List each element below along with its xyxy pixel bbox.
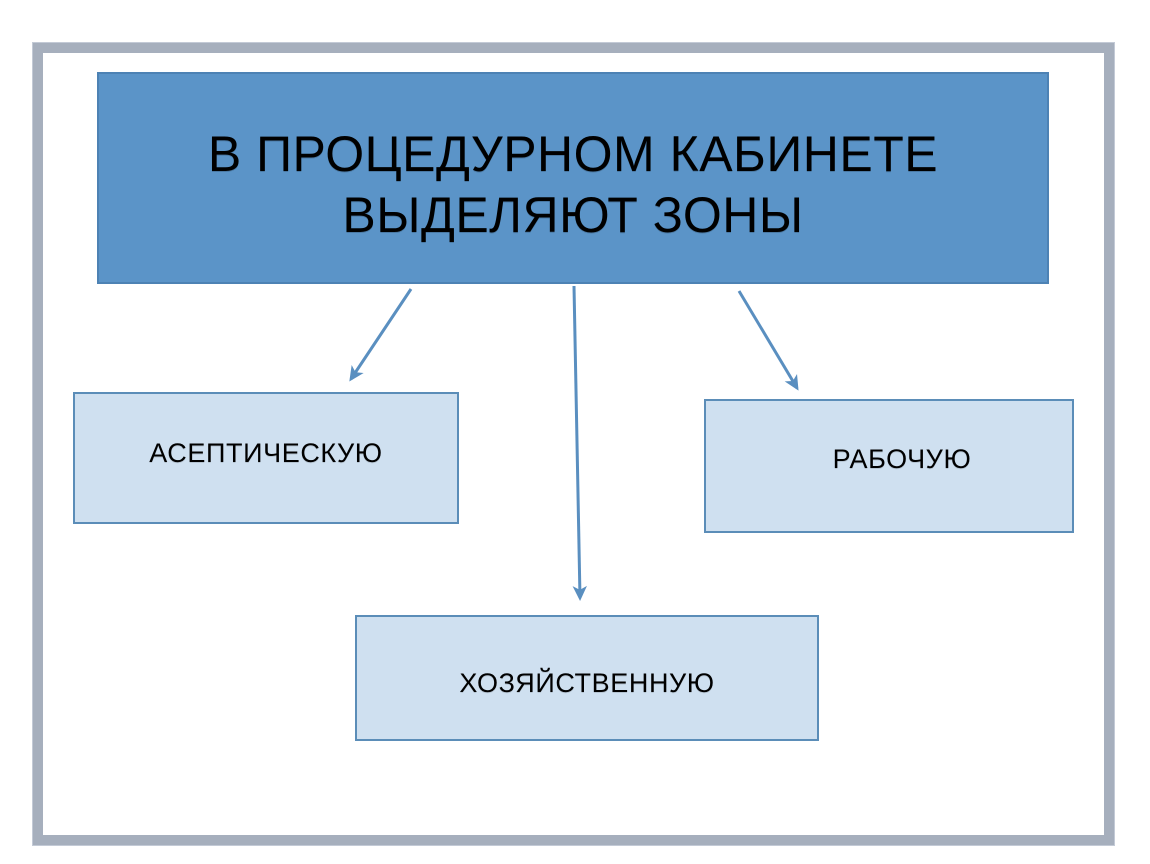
node-utility: ХОЗЯЙСТВЕННУЮ [355, 615, 819, 741]
connector-root-to-aseptic [349, 288, 413, 382]
node-root-heading: В ПРОЦЕДУРНОМ КАБИНЕТЕ ВЫДЕЛЯЮТ ЗОНЫ [97, 72, 1049, 284]
connector-root-to-utility [572, 285, 587, 601]
connector-root-to-working [737, 290, 799, 391]
node-aseptic-label: АСЕПТИЧЕСКУЮ [149, 438, 383, 468]
node-aseptic: АСЕПТИЧЕСКУЮ [73, 392, 459, 524]
node-root-label-line2: ВЫДЕЛЯЮТ ЗОНЫ [342, 187, 804, 243]
node-root-label-line1: В ПРОЦЕДУРНОМ КАБИНЕТЕ [207, 126, 939, 182]
node-utility-label: ХОЗЯЙСТВЕННУЮ [459, 668, 715, 698]
node-working: РАБОЧУЮ [704, 399, 1074, 533]
node-working-label: РАБОЧУЮ [832, 444, 972, 474]
